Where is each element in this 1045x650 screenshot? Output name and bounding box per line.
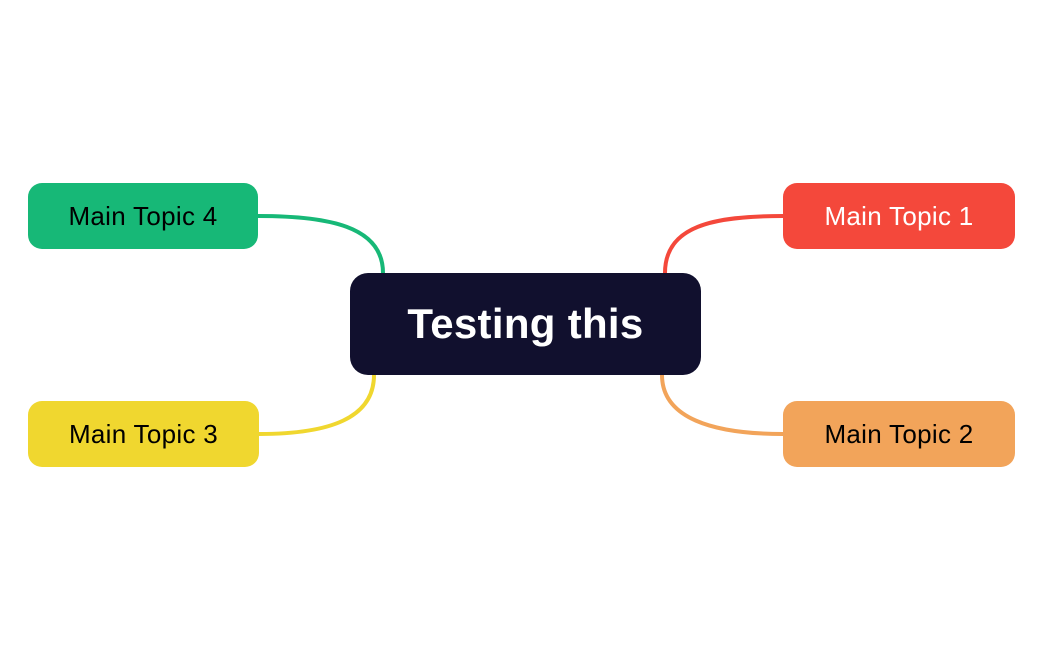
root-node-label: Testing this [407, 300, 644, 347]
topic-node-label: Main Topic 3 [68, 418, 219, 449]
topic-node-label: Main Topic 4 [68, 200, 218, 231]
topic-node-label: Main Topic 2 [824, 418, 974, 449]
topic-node-main-topic-4[interactable]: Main Topic 4 [28, 183, 258, 249]
connector-main-topic-4 [256, 214, 385, 275]
topic-node-main-topic-1[interactable]: Main Topic 1 [783, 183, 1015, 249]
connector-main-topic-2 [660, 373, 785, 436]
connector-main-topic-1 [663, 214, 785, 275]
connector-main-topic-3 [257, 373, 376, 436]
topic-node-main-topic-3[interactable]: Main Topic 3 [28, 401, 259, 467]
root-node[interactable]: Testing this [350, 273, 701, 375]
topic-node-label: Main Topic 1 [824, 200, 974, 231]
topic-node-main-topic-2[interactable]: Main Topic 2 [783, 401, 1015, 467]
